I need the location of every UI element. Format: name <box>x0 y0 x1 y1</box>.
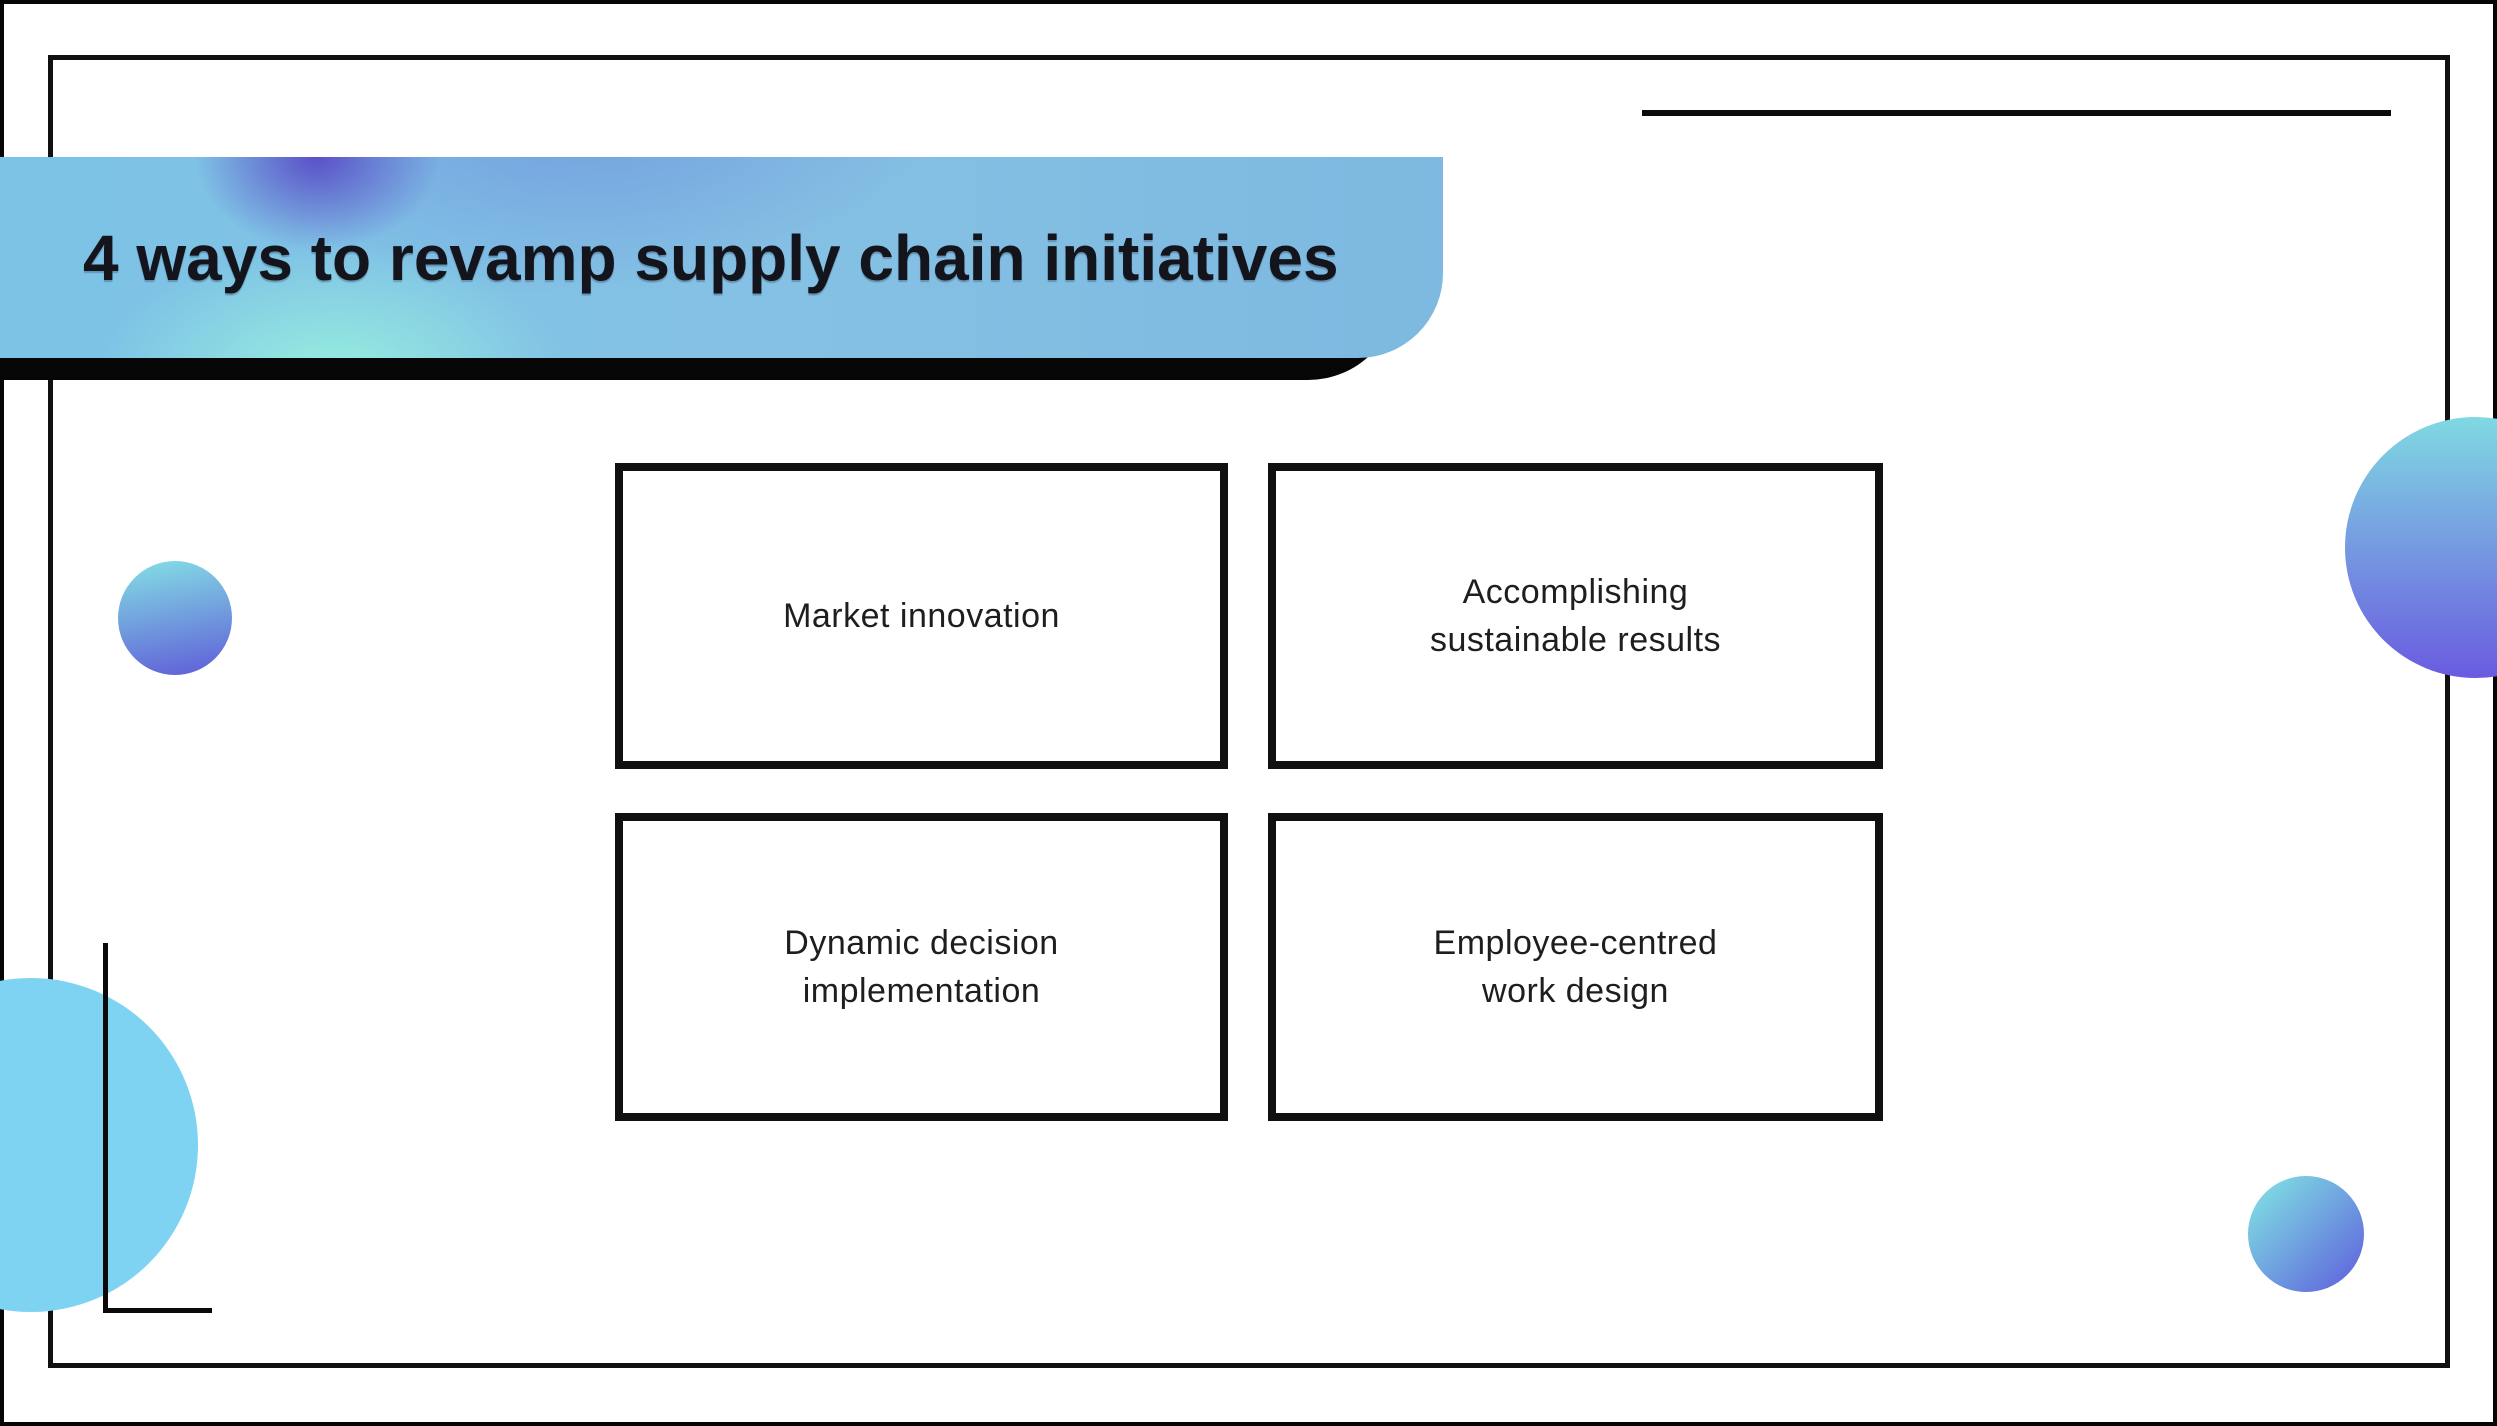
top-right-accent-line <box>1642 110 2391 116</box>
card-label: Accomplishing sustainable results <box>1429 572 1722 659</box>
card-label: Dynamic decision implementation <box>784 923 1059 1010</box>
card-dynamic-decision-implementation: Dynamic decision implementation <box>615 813 1228 1121</box>
decorative-circle-left <box>118 561 232 675</box>
decorative-circle-bottom-right <box>2248 1176 2364 1292</box>
card-label: Employee-centred work design <box>1433 923 1718 1010</box>
title-banner: 4 ways to revamp supply chain initiative… <box>0 157 1443 380</box>
card-accomplishing-sustainable-results: Accomplishing sustainable results <box>1268 463 1883 769</box>
card-label: Market innovation <box>783 596 1060 635</box>
inner-border-frame <box>48 55 2450 1368</box>
card-employee-centred-work-design: Employee-centred work design <box>1268 813 1883 1121</box>
l-shape-line-vertical <box>103 943 108 1313</box>
title-banner-gradient: 4 ways to revamp supply chain initiative… <box>0 157 1443 358</box>
page-title: 4 ways to revamp supply chain initiative… <box>83 221 1339 294</box>
card-market-innovation: Market innovation <box>615 463 1228 769</box>
l-shape-line-horizontal <box>103 1308 212 1313</box>
